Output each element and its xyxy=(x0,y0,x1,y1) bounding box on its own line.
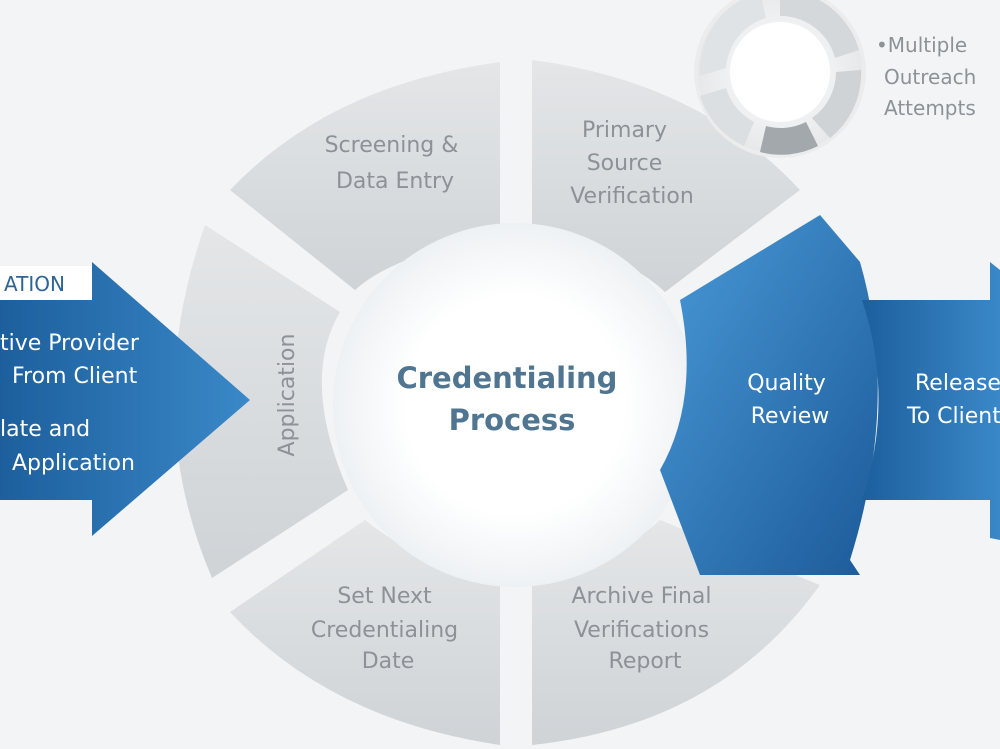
intake-label: tive Provider From Client late and Appli… xyxy=(0,331,146,476)
segment-set-next xyxy=(230,520,500,745)
application-label: Application xyxy=(275,334,300,457)
release-arrow xyxy=(862,262,1000,540)
intake-tab-label: ATION xyxy=(4,272,65,296)
set-next-label: Set Next Credentialing Date xyxy=(311,584,465,674)
intake-arrow xyxy=(0,262,250,536)
segment-application xyxy=(174,225,348,578)
quality-review-arrow xyxy=(660,215,878,575)
screening-label: Screening & Data Entry xyxy=(325,133,466,194)
segment-archive xyxy=(532,520,820,745)
segment-screening xyxy=(230,62,500,290)
segment-primary-source xyxy=(532,60,800,292)
quality-review-label: Quality Review xyxy=(747,371,833,429)
release-label: Release To Client xyxy=(906,371,1000,429)
outreach-note: •Multiple Outreach Attempts xyxy=(876,33,983,120)
center-circle xyxy=(333,223,697,587)
center-title: Credentialing Process xyxy=(396,361,627,437)
archive-label: Archive Final Verifications Report xyxy=(571,584,718,674)
intake-tab xyxy=(0,266,92,300)
primary-source-label: Primary Source Verification xyxy=(570,118,694,209)
outreach-ring xyxy=(694,0,866,158)
